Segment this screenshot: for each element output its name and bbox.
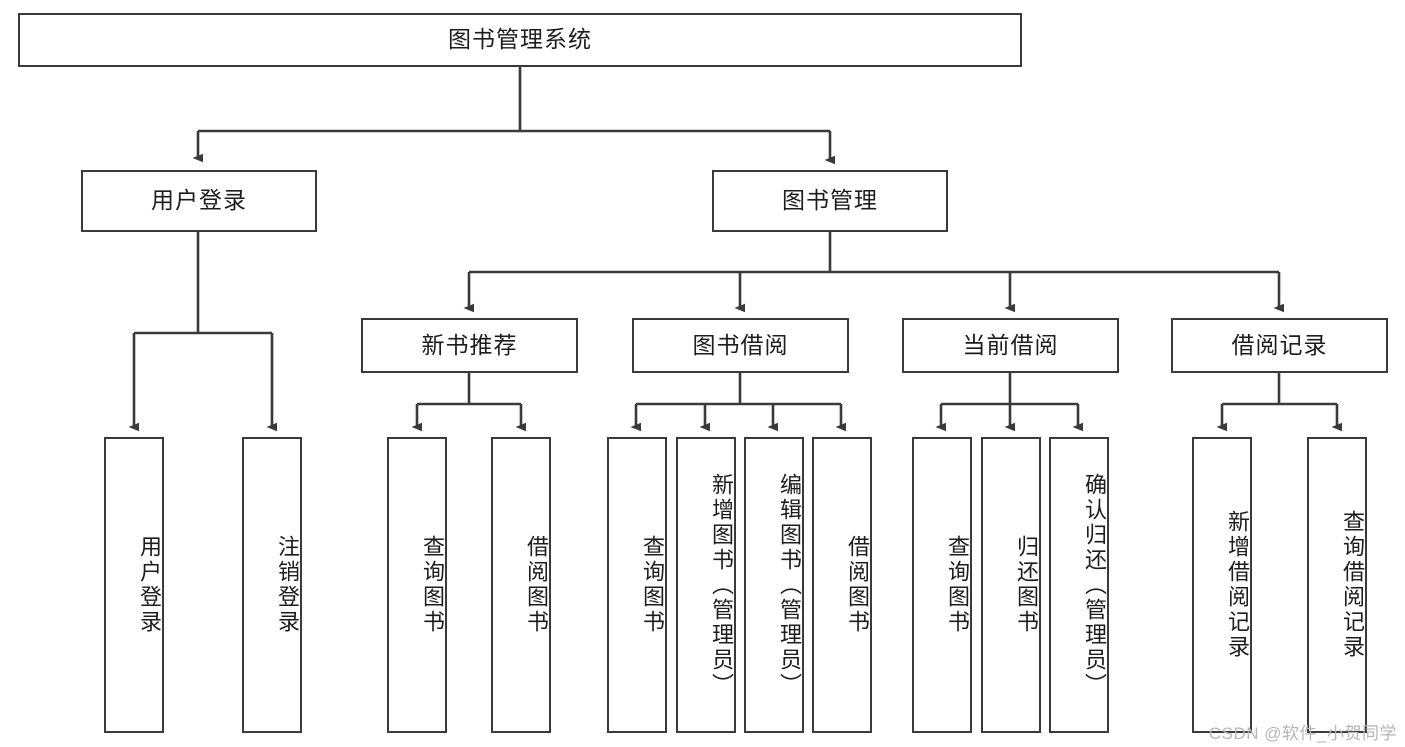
node-book-borrow[interactable]: 图书借阅 (632, 318, 849, 373)
node-root-system[interactable]: 图书管理系统 (18, 13, 1022, 67)
node-leaf-add-book[interactable]: 新增图书（管理员） (676, 437, 736, 733)
node-leaf-borrow-book-2[interactable]: 借阅图书 (812, 437, 872, 733)
node-label: 借阅图书 (524, 535, 549, 635)
node-label: 当前借阅 (962, 331, 1059, 358)
node-user-login[interactable]: 用户登录 (81, 170, 317, 232)
node-label: 新书推荐 (421, 331, 518, 358)
node-leaf-query-record[interactable]: 查询借阅记录 (1307, 437, 1367, 733)
node-leaf-query-book-1[interactable]: 查询图书 (387, 437, 447, 733)
node-label: 查询借阅记录 (1340, 510, 1365, 660)
node-label: 图书管理系统 (448, 26, 592, 53)
node-label: 用户登录 (151, 187, 247, 214)
node-label: 查询图书 (640, 535, 665, 635)
node-leaf-edit-book[interactable]: 编辑图书（管理员） (744, 437, 804, 733)
node-label: 图书管理 (782, 187, 878, 214)
node-label: 查询图书 (945, 535, 970, 635)
node-book-management[interactable]: 图书管理 (712, 170, 948, 232)
node-label: 新增图书（管理员） (709, 472, 734, 698)
node-new-book-recommend[interactable]: 新书推荐 (361, 318, 578, 373)
node-current-borrow[interactable]: 当前借阅 (902, 318, 1119, 373)
node-label: 借阅记录 (1231, 331, 1328, 358)
node-leaf-return-book[interactable]: 归还图书 (981, 437, 1041, 733)
node-label: 注销登录 (275, 535, 300, 635)
node-label: 确认归还（管理员） (1082, 472, 1107, 698)
node-borrow-record[interactable]: 借阅记录 (1171, 318, 1388, 373)
node-label: 查询图书 (420, 535, 445, 635)
csdn-watermark: CSDN @软件_小贺同学 (1208, 724, 1397, 743)
node-label: 归还图书 (1014, 535, 1039, 635)
node-leaf-borrow-book-1[interactable]: 借阅图书 (491, 437, 551, 733)
node-label: 用户登录 (137, 535, 162, 635)
node-label: 编辑图书（管理员） (777, 472, 802, 698)
node-label: 图书借阅 (692, 331, 789, 358)
node-leaf-add-record[interactable]: 新增借阅记录 (1192, 437, 1252, 733)
node-leaf-user-login[interactable]: 用户登录 (104, 437, 164, 733)
node-leaf-confirm-return[interactable]: 确认归还（管理员） (1049, 437, 1109, 733)
node-leaf-logout-login[interactable]: 注销登录 (242, 437, 302, 733)
node-leaf-query-book-3[interactable]: 查询图书 (912, 437, 972, 733)
node-label: 新增借阅记录 (1225, 510, 1250, 660)
node-label: 借阅图书 (845, 535, 870, 635)
node-leaf-query-book-2[interactable]: 查询图书 (607, 437, 667, 733)
